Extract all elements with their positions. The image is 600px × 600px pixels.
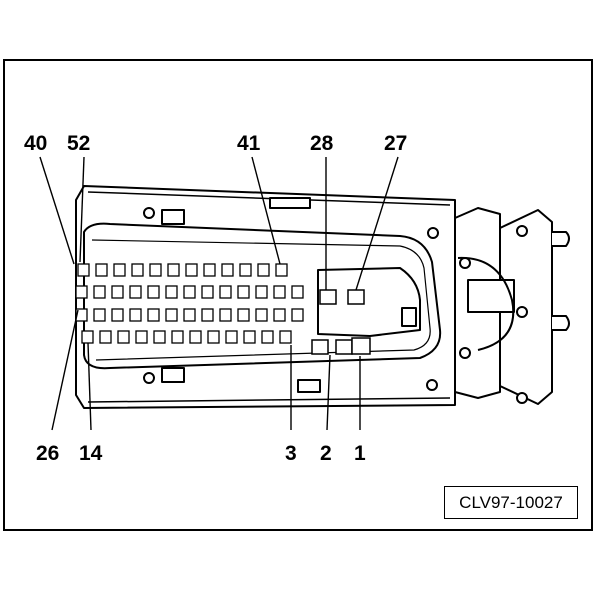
large-cavity xyxy=(317,267,421,337)
diagram-frame xyxy=(3,59,593,531)
label-pin-14: 14 xyxy=(79,442,103,465)
leader-52 xyxy=(79,156,85,263)
leader-41 xyxy=(251,156,281,265)
flange-hole-top xyxy=(459,257,471,269)
label-pin-2: 2 xyxy=(320,442,332,465)
label-pin-40: 40 xyxy=(24,132,48,155)
pin-row-3 xyxy=(75,308,304,322)
hole-bottom-right xyxy=(426,379,438,391)
pin-row-4 xyxy=(81,330,292,344)
label-pin-28: 28 xyxy=(310,132,334,155)
pin-row-2 xyxy=(75,285,304,299)
label-pin-3: 3 xyxy=(285,442,297,465)
reference-code: CLV97-10027 xyxy=(444,486,578,519)
bracket-hole-2 xyxy=(516,306,528,318)
label-pin-52: 52 xyxy=(67,132,91,155)
label-pin-26: 26 xyxy=(36,442,60,465)
face-inner-edge xyxy=(91,239,431,361)
bracket-hole-1 xyxy=(516,225,528,237)
lock-lever xyxy=(457,256,515,351)
bracket-pin-top xyxy=(552,231,570,247)
leader-14 xyxy=(87,342,92,431)
top-latch xyxy=(161,209,185,225)
pin-row-large xyxy=(311,289,371,355)
leader-40 xyxy=(39,156,75,265)
bracket-hole-3 xyxy=(516,392,528,404)
hole-top-right xyxy=(427,227,439,239)
label-pin-41: 41 xyxy=(237,132,261,155)
bottom-latch xyxy=(161,367,185,383)
label-pin-1: 1 xyxy=(354,442,366,465)
top-slot xyxy=(269,197,311,209)
leader-2 xyxy=(326,354,331,431)
label-pin-27: 27 xyxy=(384,132,408,155)
leader-27 xyxy=(355,156,399,291)
hole-bottom-left xyxy=(143,372,155,384)
bracket-pin-bottom xyxy=(552,315,570,331)
bottom-slot xyxy=(297,379,321,393)
leader-26 xyxy=(51,309,79,431)
flange-hole-bottom xyxy=(459,347,471,359)
hole-top-left xyxy=(143,207,155,219)
housing-bottom-rail xyxy=(87,397,451,403)
lever-tab xyxy=(401,307,417,327)
leader-lines xyxy=(39,156,399,431)
side-bracket xyxy=(499,209,553,405)
pin-row-1 xyxy=(77,263,288,277)
